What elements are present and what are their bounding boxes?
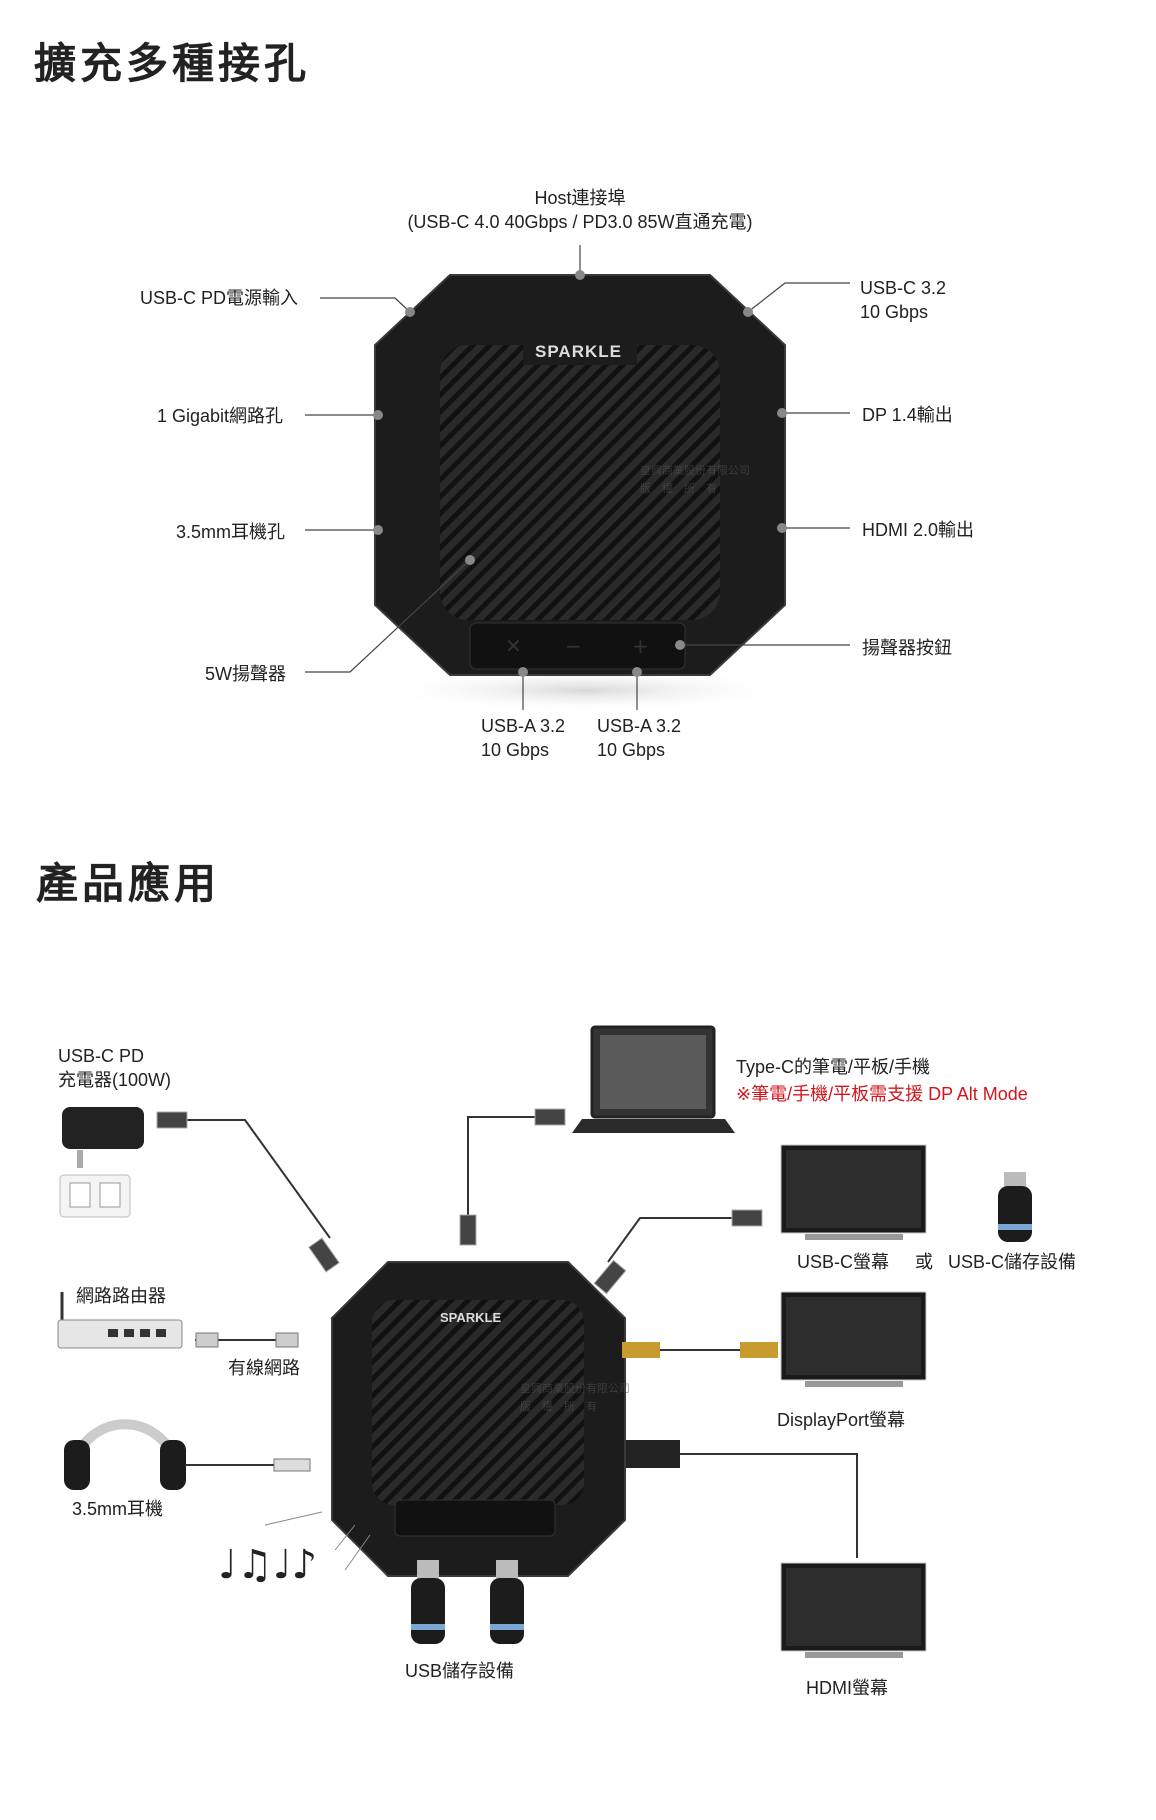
label-dp: DP 1.4輸出 — [862, 405, 953, 425]
watermark-line2: 版 權 所 有 — [640, 483, 717, 495]
label-usbc32: USB-C 3.2 10 Gbps — [860, 276, 946, 324]
app-watermark-line2: 版 權 所 有 — [520, 1401, 597, 1413]
laptop-base — [572, 1119, 735, 1133]
cables — [185, 1116, 858, 1558]
laptop-display — [600, 1035, 706, 1109]
app-brand-logo: SPARKLE — [440, 1310, 502, 1325]
label-usba2-line2: 10 Gbps — [597, 740, 666, 760]
label-dp-alt-note: ※筆電/手機/平板需支援 DP Alt Mode — [736, 1084, 1028, 1104]
label-usb-storage: USB儲存設備 — [405, 1661, 515, 1681]
section-title-applications: 產品應用 — [36, 859, 221, 908]
speaker-grill — [440, 345, 720, 620]
label-charger: USB-C PD 充電器(100W) — [58, 1044, 171, 1092]
section-title-ports: 擴充多種接孔 — [34, 39, 311, 88]
watermark: 皇興商業股份有限公司 — [640, 465, 750, 477]
label-wired: 有線網路 — [228, 1358, 300, 1378]
label-speaker-button: 揚聲器按鈕 — [862, 638, 952, 658]
label-gigabit: 1 Gigabit網路孔 — [157, 406, 284, 426]
label-headphones: 3.5mm耳機 — [72, 1499, 164, 1519]
label-charger-line1: USB-C PD — [58, 1046, 145, 1066]
label-audio-jack: 3.5mm耳機孔 — [176, 522, 286, 542]
label-usbc32-line1: USB-C 3.2 — [860, 278, 947, 298]
brand-logo: SPARKLE — [535, 342, 622, 361]
label-or: 或 — [915, 1252, 933, 1272]
label-usba-1: USB-A 3.2 10 Gbps — [481, 714, 565, 762]
label-usba1-line1: USB-A 3.2 — [481, 716, 566, 736]
hdmi-monitor — [780, 1562, 927, 1658]
label-usbc32-line2: 10 Gbps — [860, 302, 929, 322]
button-panel — [469, 622, 686, 670]
device-shadow — [375, 668, 795, 712]
app-watermark: 皇興商業股份有限公司 — [520, 1383, 630, 1395]
router — [57, 1292, 183, 1349]
label-typec-devices: Type-C的筆電/平板/手機 — [736, 1057, 931, 1077]
label-host-port: Host連接埠 (USB-C 4.0 40Gbps / PD3.0 85W直通充… — [380, 186, 780, 234]
label-usba-2: USB-A 3.2 10 Gbps — [597, 714, 681, 762]
headphones — [64, 1419, 186, 1490]
hub-diagram-ports: ✕ − + — [305, 245, 850, 712]
outlet-socket — [69, 1182, 91, 1208]
label-speaker: 5W揚聲器 — [205, 664, 286, 684]
usb-stick-2 — [490, 1560, 524, 1644]
app-button-panel — [394, 1499, 556, 1537]
label-usba1-line2: 10 Gbps — [481, 740, 550, 760]
label-host-line2: (USB-C 4.0 40Gbps / PD3.0 85W直通充電) — [407, 212, 753, 232]
label-charger-line2: 充電器(100W) — [58, 1070, 172, 1090]
brand-badge — [523, 337, 637, 365]
label-host-line1: Host連接埠 — [534, 188, 626, 208]
charger-device — [62, 1107, 144, 1149]
label-usbc-storage: USB-C儲存設備 — [948, 1252, 1077, 1272]
app-speaker-grill — [372, 1300, 584, 1505]
outlet-socket — [99, 1182, 121, 1208]
charger-prong — [77, 1150, 83, 1168]
usbc-stick — [998, 1172, 1032, 1242]
usbc-monitor — [780, 1144, 927, 1240]
label-hdmi-monitor: HDMI螢幕 — [806, 1678, 888, 1698]
label-dp-monitor: DisplayPort螢幕 — [777, 1410, 906, 1430]
label-usbc-monitor: USB-C螢幕 — [797, 1252, 890, 1272]
leader-lines — [305, 245, 850, 710]
mute-icon: ✕ — [505, 634, 522, 658]
label-router: 網路路由器 — [76, 1286, 166, 1306]
dp-monitor — [780, 1291, 927, 1387]
usb-stick-1 — [411, 1560, 445, 1644]
label-usba2-line1: USB-A 3.2 — [597, 716, 682, 736]
label-pd-input: USB-C PD電源輸入 — [140, 288, 299, 308]
port-dots — [373, 270, 787, 677]
cable-connectors — [156, 1108, 778, 1472]
label-hdmi: HDMI 2.0輸出 — [862, 520, 975, 540]
music-notes-icon: ♩♫♩♪ — [218, 1542, 317, 1588]
volume-down-icon: − — [565, 634, 582, 658]
volume-up-icon: + — [632, 634, 649, 658]
